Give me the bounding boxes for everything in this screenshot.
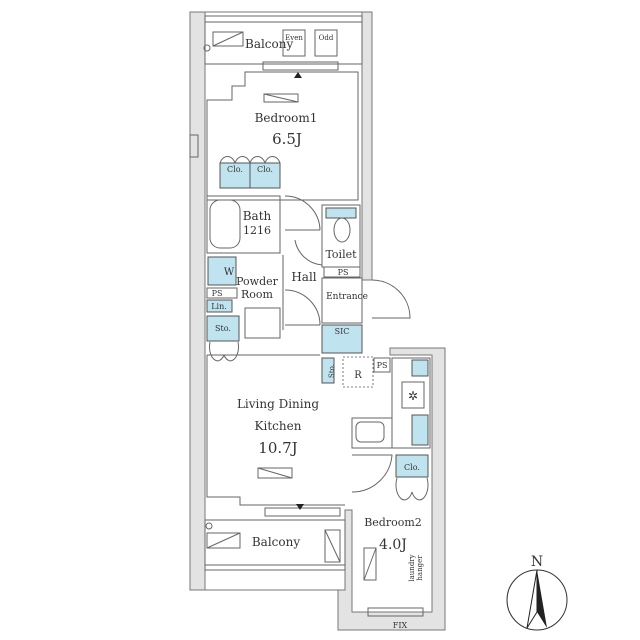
ps-label-1: PS <box>338 268 349 277</box>
fix-label: FIX <box>393 621 408 630</box>
toilet-label: Toilet <box>325 248 357 261</box>
entrance-door[interactable] <box>371 279 411 319</box>
ldk-label-2: Kitchen <box>255 419 302 433</box>
laundry-label-1: laundry <box>408 554 416 581</box>
entrance-label: Entrance <box>326 292 368 302</box>
storage-label-2: Sto. <box>328 364 336 378</box>
closet-label-3: Clo. <box>404 463 420 472</box>
bedroom2-size: 4.0J <box>379 537 407 553</box>
window-ldk[interactable] <box>264 507 341 517</box>
balcony-bottom-label: Balcony <box>252 535 300 549</box>
bedroom1-label: Bedroom1 <box>255 111 318 125</box>
linen-label: Lin. <box>211 302 227 311</box>
balcony-bottom <box>204 519 346 571</box>
living-dining-kitchen <box>206 354 345 506</box>
closet-label-2: Clo. <box>257 165 273 174</box>
closet-label-1: Clo. <box>227 165 243 174</box>
bath-label: Bath <box>243 209 272 223</box>
entry-arrow-icon <box>294 72 302 78</box>
even-label: Even <box>285 34 303 42</box>
even-shoe-rack <box>282 29 306 57</box>
odd-shoe-rack <box>314 29 338 57</box>
svg-text:✲: ✲ <box>408 389 418 403</box>
entrance <box>321 277 363 324</box>
bath-size: 1216 <box>243 224 271 237</box>
shoe-in-closet[interactable] <box>321 324 363 354</box>
compass-icon: N <box>506 554 568 631</box>
powder-room-label-1: Powder <box>236 275 279 288</box>
stove[interactable] <box>401 381 425 409</box>
bath <box>206 195 281 254</box>
kitchen-counter <box>391 357 431 449</box>
bedroom1-size: 6.5J <box>272 130 302 148</box>
hall-label: Hall <box>291 270 316 284</box>
entry-arrow-icon-2 <box>296 504 304 510</box>
storage-1[interactable] <box>206 315 240 342</box>
washer-space[interactable] <box>207 256 237 286</box>
sic-label: SIC <box>335 327 350 336</box>
balcony-top <box>204 15 363 65</box>
bedroom2-label: Bedroom2 <box>364 516 422 529</box>
ps-label-2: PS <box>212 289 223 298</box>
closet-3[interactable] <box>395 454 429 478</box>
bedroom2-door[interactable] <box>351 454 393 493</box>
outer-wall <box>189 11 446 631</box>
odd-label: Odd <box>319 34 334 42</box>
fix-window <box>367 607 424 617</box>
washer-label: W <box>224 267 235 278</box>
kitchen-sink <box>351 417 393 449</box>
window-bedroom1[interactable] <box>262 61 339 71</box>
bedroom1 <box>206 71 359 201</box>
closet-2[interactable] <box>249 162 281 189</box>
balcony-top-label: Balcony <box>245 37 293 51</box>
ldk-label-1: Living Dining <box>237 397 319 411</box>
refrigerator-label: R <box>354 370 362 381</box>
side-window[interactable] <box>189 134 199 158</box>
ps-label-3: PS <box>377 361 388 370</box>
laundry-label-2: hanger <box>416 555 424 581</box>
wash-basin <box>244 307 281 339</box>
storage-label-1: Sto. <box>215 324 231 333</box>
refrigerator-space <box>342 356 374 388</box>
closet-1[interactable] <box>219 162 251 189</box>
powder-room-label-2: Room <box>241 288 274 301</box>
ldk-size: 10.7J <box>258 439 297 457</box>
storage-2[interactable] <box>321 357 335 384</box>
compass-north-label: N <box>531 554 543 570</box>
